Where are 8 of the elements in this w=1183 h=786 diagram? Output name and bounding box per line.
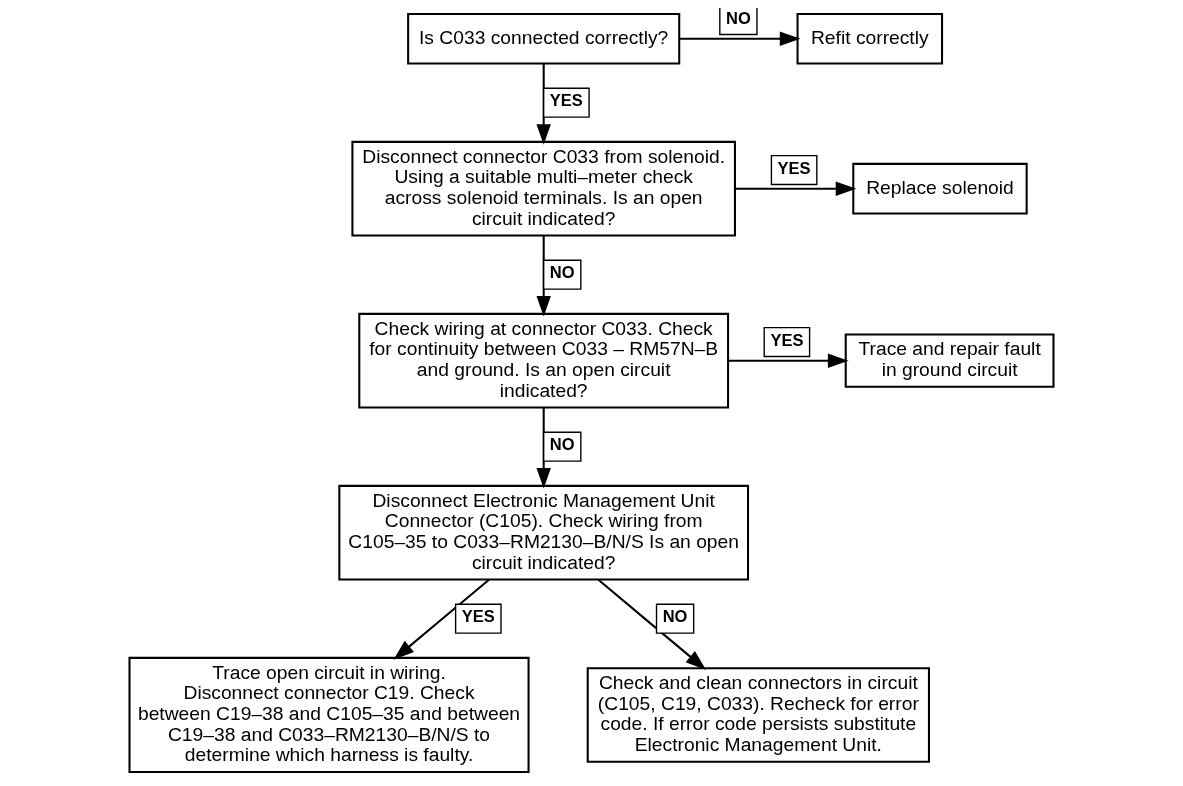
edge-label: YES	[770, 330, 804, 349]
edge-label: NO	[662, 607, 688, 626]
edge-label: NO	[549, 263, 575, 282]
edge-label: YES	[777, 158, 811, 177]
edge-label: YES	[461, 607, 495, 626]
edge-label: NO	[726, 8, 751, 27]
edge-label: YES	[549, 91, 583, 110]
edge-label: NO	[549, 435, 575, 454]
